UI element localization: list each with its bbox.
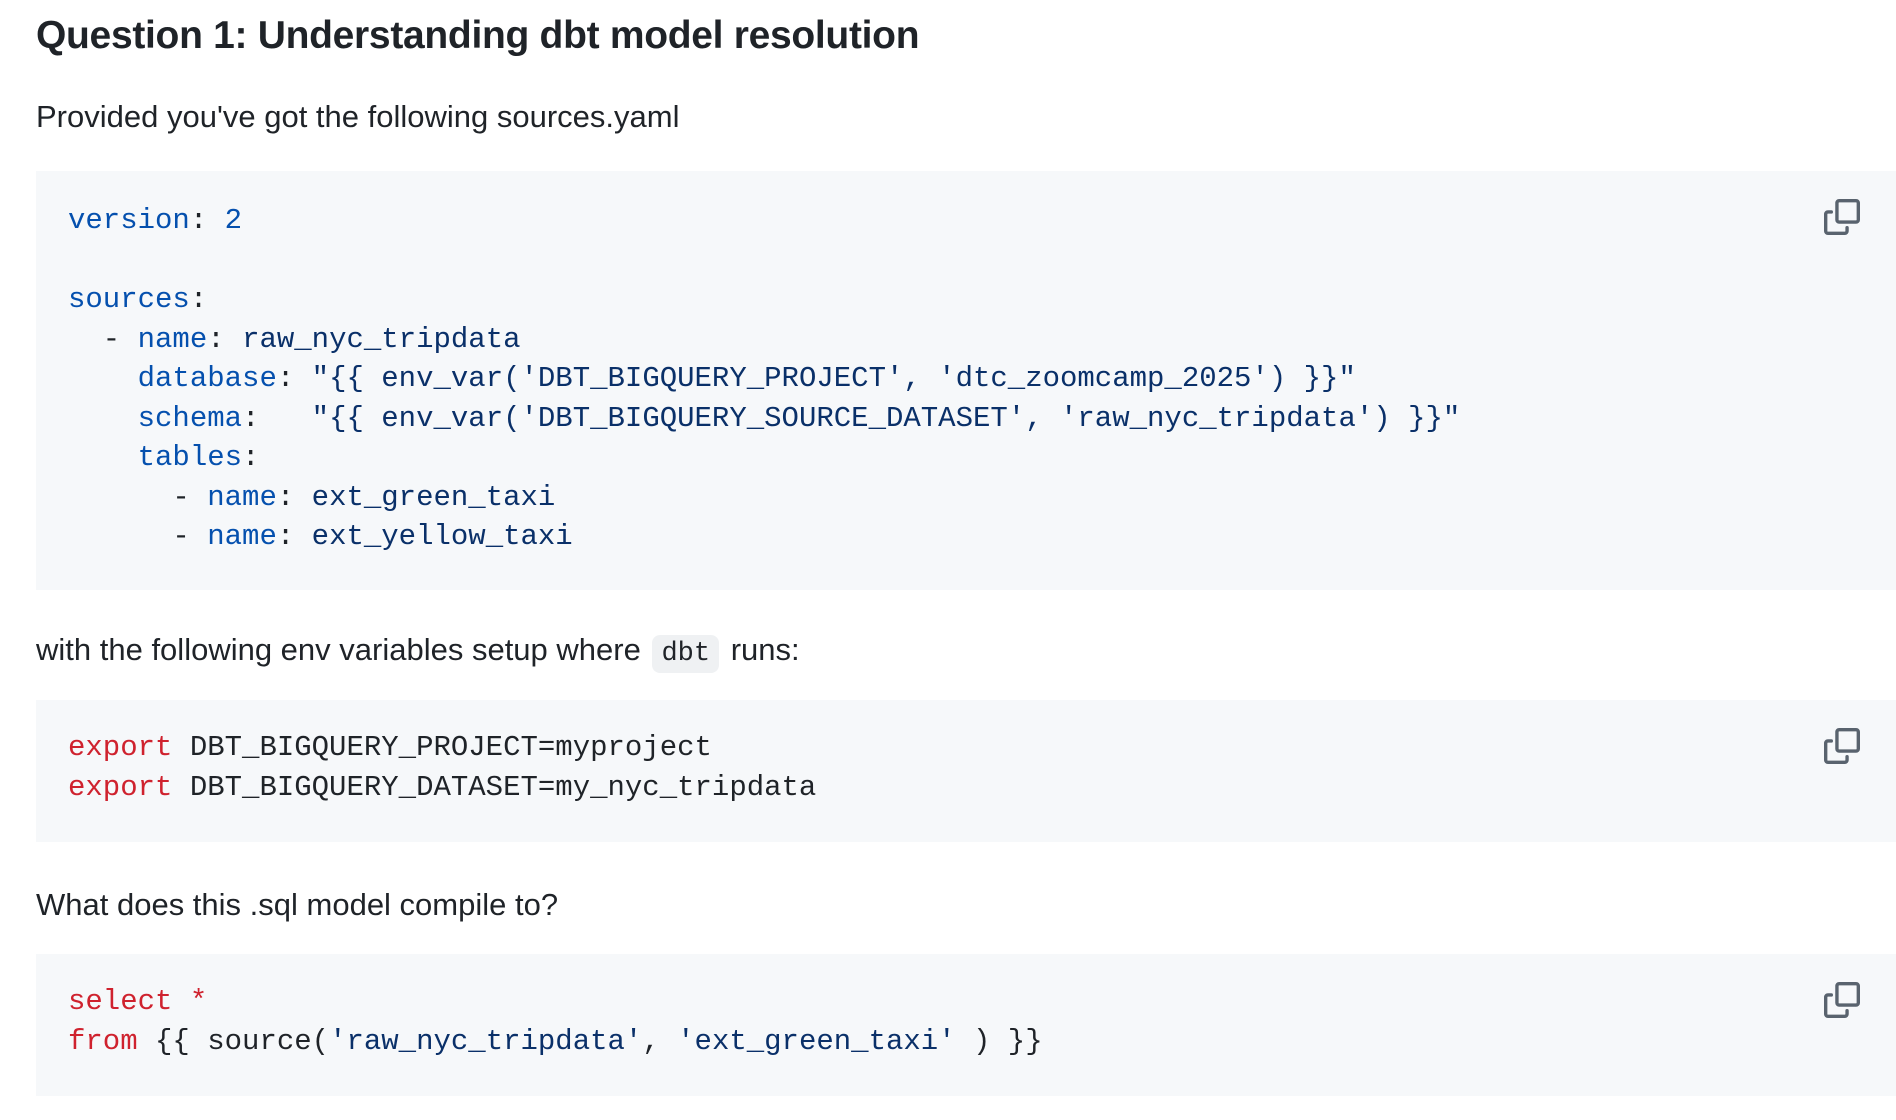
select-keyword: select [68, 985, 173, 1018]
yaml-key: tables [137, 441, 243, 474]
source-arg: 'raw_nyc_tripdata' [329, 1024, 643, 1058]
copy-button[interactable] [1824, 982, 1860, 1018]
yaml-key: sources [68, 283, 190, 316]
yaml-value: 2 [224, 204, 243, 237]
arg-separator: , [642, 1024, 678, 1058]
sql-code-block[interactable]: select * from {{ source('raw_nyc_tripdata… [36, 954, 1896, 1096]
env-text-before: with the following env variables setup w… [36, 632, 641, 667]
jinja-open: {{ source( [155, 1024, 330, 1058]
yaml-key: database [137, 362, 277, 395]
yaml-value: ext_green_taxi [311, 480, 556, 514]
intro-paragraph: Provided you've got the following source… [36, 99, 680, 134]
yaml-value: "{{ env_var('DBT_BIGQUERY_PROJECT', 'dtc… [311, 362, 1356, 395]
yaml-value: raw_nyc_tripdata [242, 322, 521, 356]
copy-icon [1824, 728, 1860, 764]
env-assignment: DBT_BIGQUERY_PROJECT=myproject [189, 731, 712, 764]
env-paragraph: with the following env variables setup w… [36, 628, 800, 676]
yaml-value: ext_yellow_taxi [311, 520, 573, 553]
yaml-key: schema [137, 401, 243, 435]
yaml-value: "{{ env_var('DBT_BIGQUERY_SOURCE_DATASET… [311, 401, 1461, 435]
copy-icon [1824, 199, 1860, 235]
table-arg: 'ext_green_taxi' [677, 1024, 956, 1058]
question-paragraph: What does this .sql model compile to? [36, 887, 559, 922]
question-heading: Question 1: Understanding dbt model reso… [36, 14, 920, 57]
inline-code-dbt: dbt [652, 635, 720, 673]
copy-button[interactable] [1824, 728, 1860, 764]
yaml-key: version [68, 204, 190, 237]
from-keyword: from [68, 1024, 138, 1058]
copy-icon [1824, 982, 1860, 1018]
yaml-key: name [207, 520, 277, 553]
export-keyword: export [68, 770, 173, 804]
star-operator: * [189, 985, 208, 1018]
env-assignment: DBT_BIGQUERY_DATASET=my_nyc_tripdata [189, 770, 817, 804]
copy-button[interactable] [1824, 199, 1860, 235]
export-keyword: export [68, 731, 173, 764]
env-text-after: runs: [730, 632, 800, 667]
jinja-close: ) }} [955, 1024, 1043, 1058]
yaml-key: name [207, 480, 277, 514]
sql-code[interactable]: select * from {{ source('raw_nyc_tripdata… [68, 982, 1043, 1061]
yaml-key: name [137, 322, 208, 356]
